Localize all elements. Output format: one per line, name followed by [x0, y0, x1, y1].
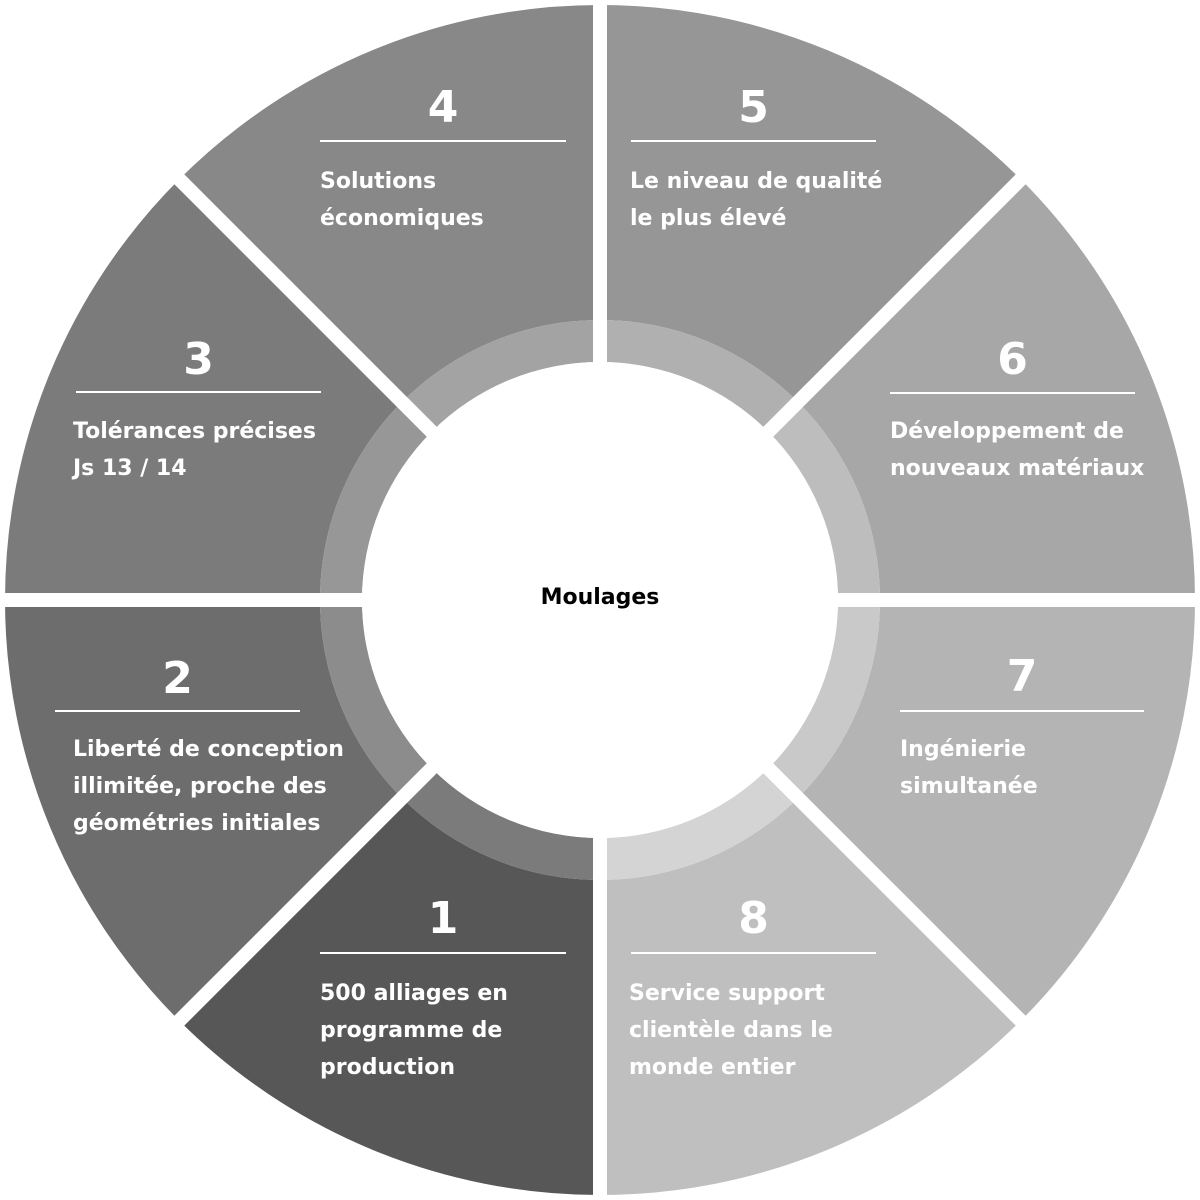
segment-rule-2 [55, 710, 300, 712]
segment-rule-7 [900, 710, 1144, 712]
segment-number-6: 6 [997, 334, 1028, 385]
segment-text-7: Ingénierie simultanée [900, 737, 1038, 799]
segment-text-4: Solutions économiques [320, 169, 484, 231]
segment-text-3: Tolérances précises Js 13 / 14 [73, 419, 316, 481]
segment-number-7: 7 [1006, 651, 1038, 702]
segment-rule-5 [631, 140, 876, 142]
segment-ring-5 [600, 320, 798, 432]
segment-rule-8 [631, 952, 876, 954]
segment-text-2: Liberté de conception illimitée, proche … [73, 737, 344, 836]
segment-ring-8 [600, 768, 798, 880]
segment-ring-3 [320, 402, 432, 600]
center-circle [362, 362, 838, 838]
segment-1 [179, 797, 600, 1195]
segment-text-8: Service support clientèle dans le monde … [629, 981, 833, 1080]
segment-text-1: 500 alliages en programme de production [320, 981, 508, 1080]
segment-number-8: 8 [738, 893, 769, 944]
segment-rule-6 [890, 392, 1135, 394]
segment-text-6: Développement de nouveaux matériaux [890, 419, 1145, 481]
segment-2 [5, 600, 403, 1021]
center-label: Moulages [540, 585, 660, 610]
segment-number-1: 1 [427, 893, 459, 944]
segment-divider [167, 167, 439, 439]
segment-number-4: 4 [427, 82, 459, 133]
segment-8 [600, 797, 1021, 1195]
segment-rule-4 [320, 140, 566, 142]
segment-number-3: 3 [183, 334, 214, 385]
segment-ring-4 [402, 320, 600, 432]
segment-divider [761, 167, 1033, 439]
segment-rule-3 [76, 391, 321, 393]
segment-4 [179, 5, 600, 403]
segment-number-5: 5 [738, 82, 769, 133]
segment-number-2: 2 [162, 653, 193, 704]
segment-ring-6 [768, 402, 880, 600]
segment-3 [5, 179, 403, 600]
segment-ring-7 [768, 600, 880, 798]
segment-5 [600, 5, 1021, 403]
segment-ring-1 [402, 768, 600, 880]
segment-rule-1 [320, 952, 566, 954]
segment-divider [761, 761, 1033, 1033]
segment-text-5: Le niveau de qualité le plus élevé [630, 169, 883, 231]
segment-6 [797, 179, 1195, 600]
segment-7 [797, 600, 1195, 1021]
segment-divider [167, 761, 439, 1033]
segment-ring-2 [320, 600, 432, 798]
